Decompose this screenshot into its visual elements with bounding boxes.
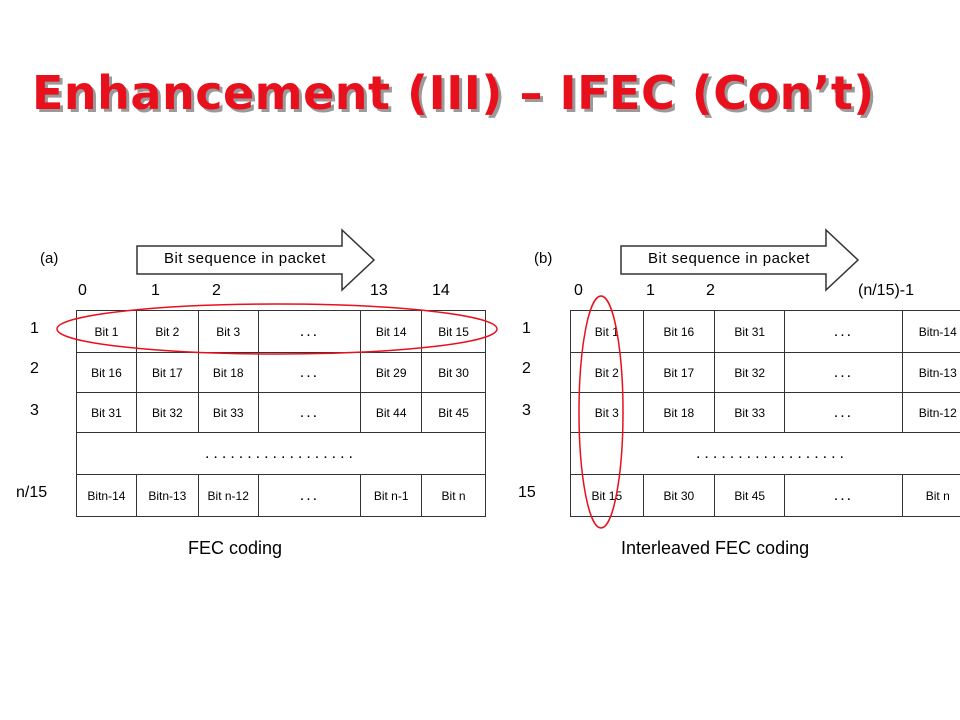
table-row: Bitn-14 Bitn-13 Bit n-12 ... Bit n-1 Bit… xyxy=(76,474,486,517)
bit-cell: Bit n-1 xyxy=(360,474,423,517)
bit-cell: Bit 45 xyxy=(421,392,486,433)
col-index: (n/15)-1 xyxy=(858,282,915,299)
bit-cell: Bitn-13 xyxy=(135,474,199,517)
bit-cell: Bit 3 xyxy=(570,392,644,433)
arrow-label: Bit sequence in packet xyxy=(164,250,326,267)
row-index: 2 xyxy=(30,360,39,377)
row-index: 2 xyxy=(522,360,531,377)
bit-cell: Bit n-12 xyxy=(197,474,259,517)
bit-cell: Bit 18 xyxy=(642,392,716,433)
bit-cell: Bit 30 xyxy=(421,352,486,393)
row-index: 15 xyxy=(518,484,536,501)
slide-title: Enhancement (III) – IFEC (Con’t) xyxy=(32,66,875,120)
bit-cell: Bit 2 xyxy=(570,352,644,393)
bit-cell: Bit 14 xyxy=(360,310,423,353)
bit-cell: Bit 30 xyxy=(642,474,716,517)
caption-interleaved-fec-coding: Interleaved FEC coding xyxy=(621,538,810,558)
table-row: Bit 3 Bit 18 Bit 33 ... Bitn-12 xyxy=(570,392,960,433)
bit-cell: Bit 15 xyxy=(421,310,486,353)
col-index: 2 xyxy=(212,282,221,299)
first-row-highlight-ellipse xyxy=(56,303,498,355)
bit-cell: Bitn-14 xyxy=(76,474,137,517)
bit-grid: Bit 1 Bit 16 Bit 31 ... Bitn-14 Bit 2 Bi… xyxy=(570,310,960,517)
interleaved-fec-coding-figure: (b) Bit sequence in packet 0 1 2 (n/15)-… xyxy=(500,222,960,532)
col-index: 1 xyxy=(646,282,655,299)
caption-fec-coding: FEC coding xyxy=(188,538,283,558)
bit-cell: Bit 17 xyxy=(135,352,199,393)
bit-cell: Bit 17 xyxy=(642,352,716,393)
bit-cell: Bit 16 xyxy=(642,310,716,353)
col-index: 13 xyxy=(370,282,388,299)
table-row: Bit 2 Bit 17 Bit 32 ... Bitn-13 xyxy=(570,352,960,393)
ellipsis-cell: ... xyxy=(257,392,362,433)
bit-cell: Bit 33 xyxy=(714,392,786,433)
ellipsis-cell: ... xyxy=(257,474,362,517)
ellipsis-cell: ... xyxy=(784,352,903,393)
fec-coding-figure: (a) Bit sequence in packet 0 1 2 13 14 1… xyxy=(14,222,498,532)
first-column-highlight-ellipse xyxy=(578,295,624,529)
table-row: Bit 16 Bit 17 Bit 18 ... Bit 29 Bit 30 xyxy=(76,352,486,393)
bit-cell: Bit 45 xyxy=(714,474,786,517)
bit-cell: Bit 33 xyxy=(197,392,259,433)
bit-cell: Bit 15 xyxy=(570,474,644,517)
bit-sequence-arrow-icon xyxy=(620,228,860,292)
row-index: 3 xyxy=(30,402,39,419)
table-row: Bit 15 Bit 30 Bit 45 ... Bit n xyxy=(570,474,960,517)
bit-cell: Bit 16 xyxy=(76,352,137,393)
figure-tag: (b) xyxy=(534,250,553,267)
bit-cell: Bitn-12 xyxy=(901,392,960,433)
table-row: Bit 31 Bit 32 Bit 33 ... Bit 44 Bit 45 xyxy=(76,392,486,433)
figure-tag: (a) xyxy=(40,250,59,267)
ellipsis-cell: ... xyxy=(257,352,362,393)
bit-grid: Bit 1 Bit 2 Bit 3 ... Bit 14 Bit 15 Bit … xyxy=(76,310,486,517)
table-row: .................. xyxy=(76,432,486,475)
col-index: 2 xyxy=(706,282,715,299)
row-index: n/15 xyxy=(16,484,48,501)
ellipsis-cell: ... xyxy=(784,474,903,517)
bit-cell: Bitn-14 xyxy=(901,310,960,353)
row-index: 1 xyxy=(522,320,531,337)
col-index: 0 xyxy=(574,282,583,299)
bit-cell: Bit n xyxy=(901,474,960,517)
bit-sequence-arrow-icon xyxy=(136,228,376,292)
ellipsis-row: .................. xyxy=(76,432,486,475)
table-row: Bit 1 Bit 16 Bit 31 ... Bitn-14 xyxy=(570,310,960,353)
col-index: 1 xyxy=(151,282,160,299)
row-index: 3 xyxy=(522,402,531,419)
arrow-label: Bit sequence in packet xyxy=(648,250,810,267)
bit-cell: Bit 31 xyxy=(76,392,137,433)
col-index: 0 xyxy=(78,282,87,299)
col-index: 14 xyxy=(432,282,450,299)
bit-cell: Bit n xyxy=(421,474,486,517)
row-index: 1 xyxy=(30,320,39,337)
bit-cell: Bit 32 xyxy=(135,392,199,433)
